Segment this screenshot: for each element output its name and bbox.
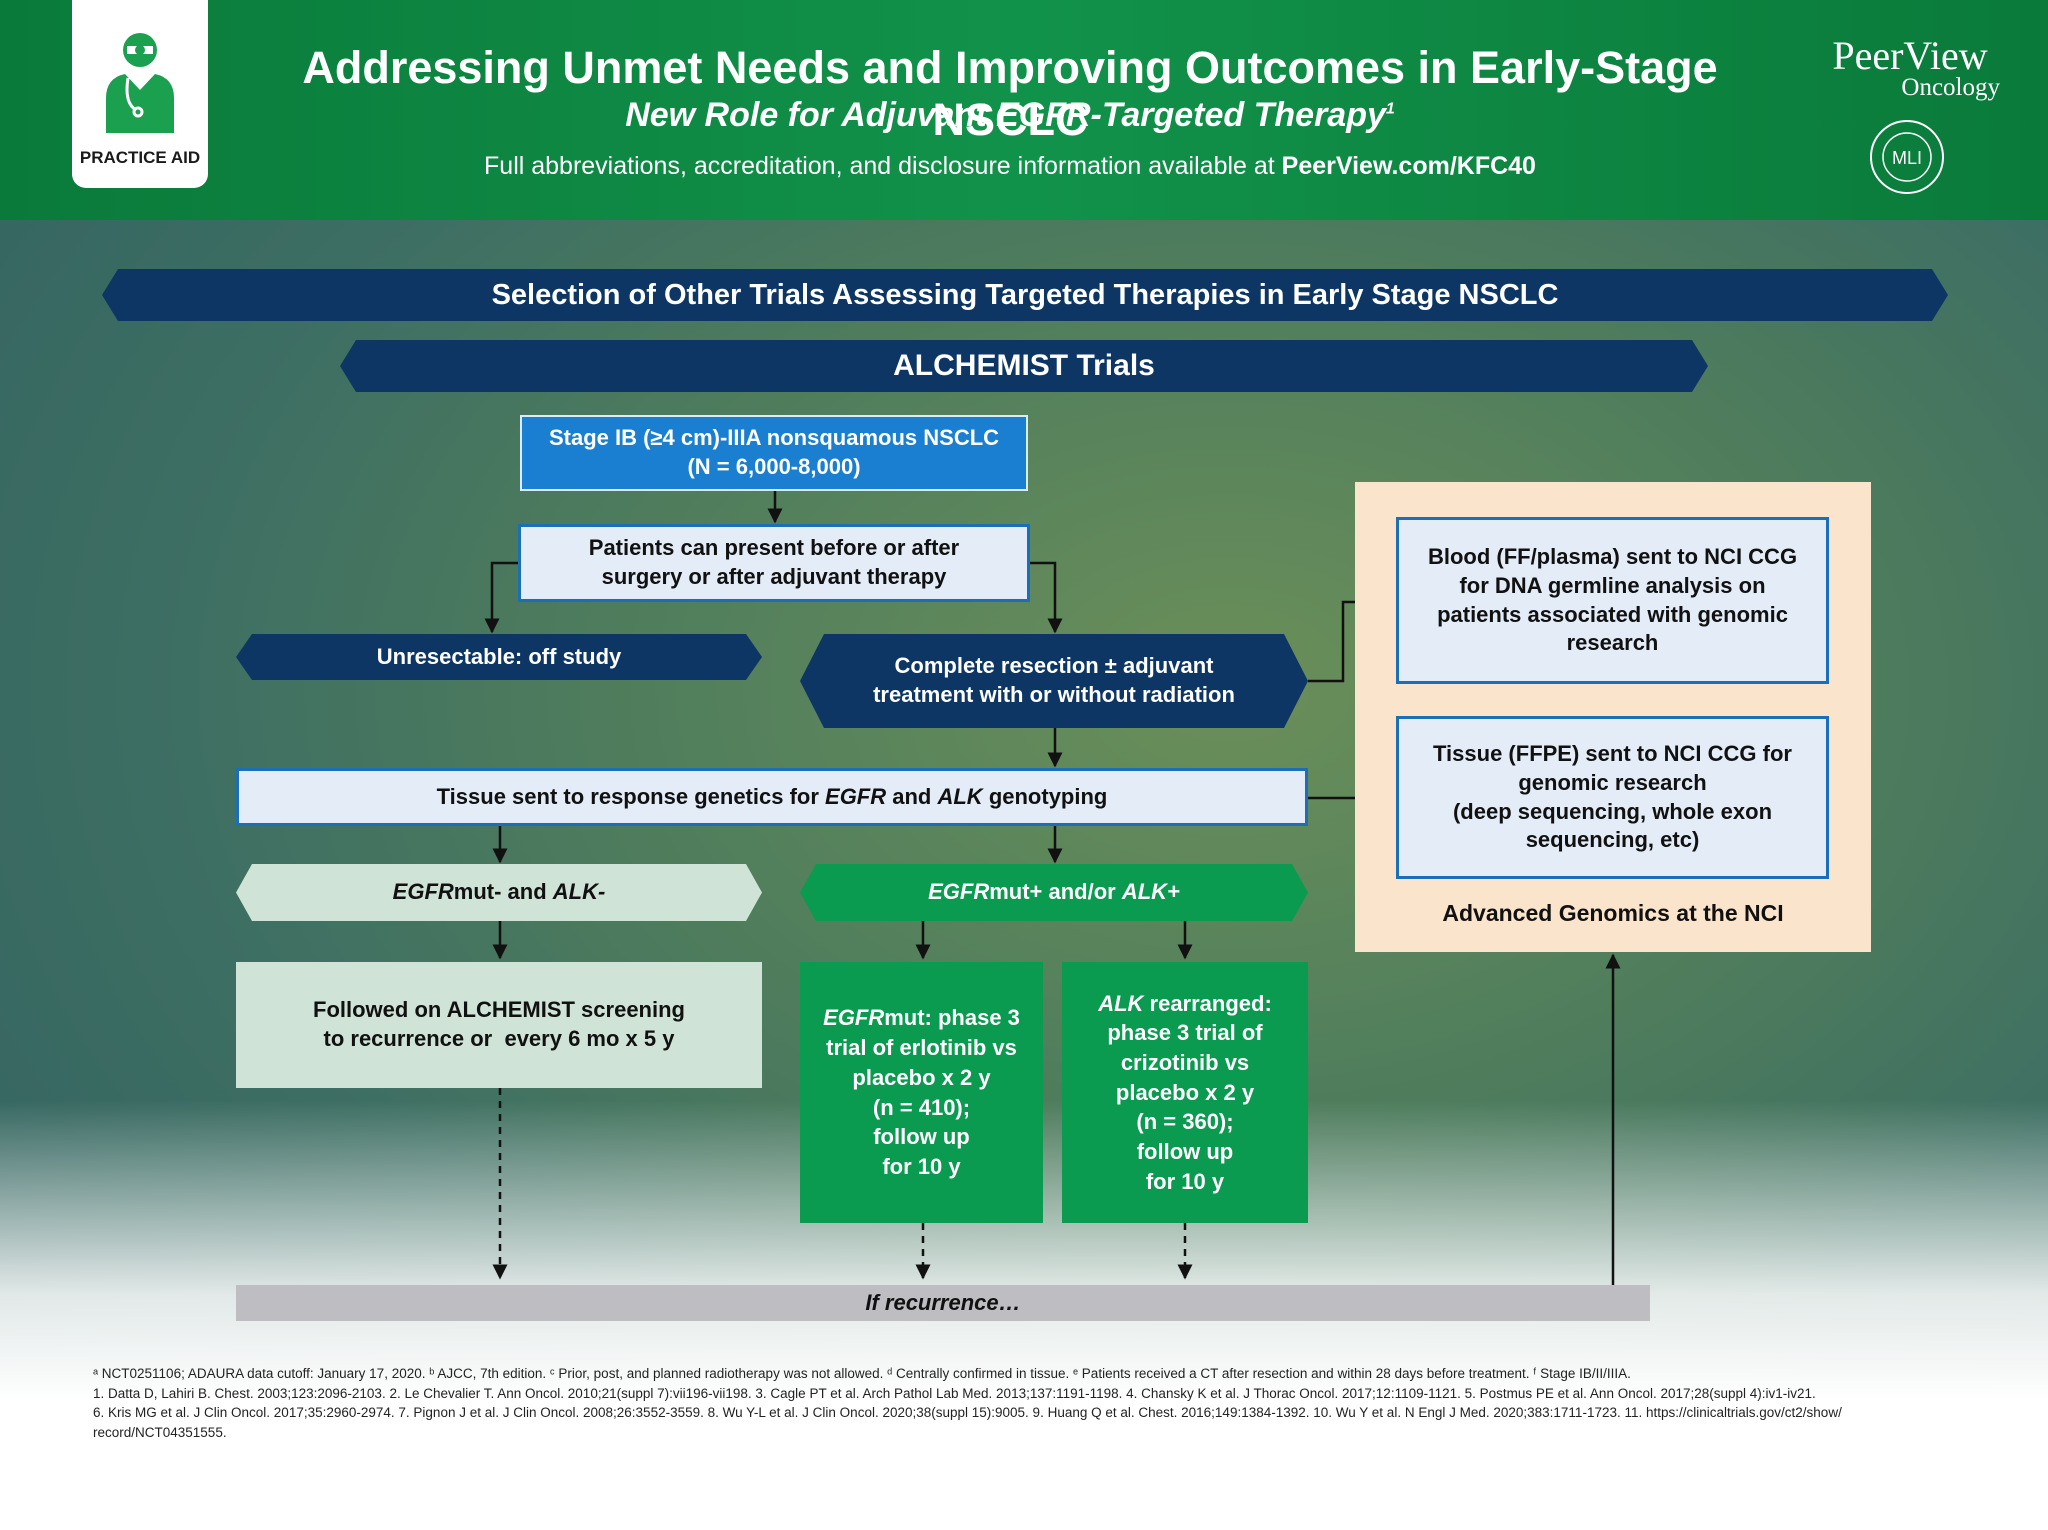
disclosure-text: Full abbreviations, accreditation, and d… xyxy=(240,152,1780,181)
unresectable-label: Unresectable: off study xyxy=(376,643,622,669)
egfr-trial-line2: trial of erlotinib vs xyxy=(826,1035,1017,1061)
blood-analysis-box: Blood (FF/plasma) sent to NCI CCG for DN… xyxy=(1396,517,1829,684)
arrow-present-to-resection xyxy=(1030,561,1063,634)
followed-box: Followed on ALCHEMIST screening to recur… xyxy=(236,962,762,1088)
ffpe-line2: genomic research xyxy=(1518,769,1707,795)
doctor-icon xyxy=(106,33,174,133)
egfr-trial-line5: follow up xyxy=(873,1124,970,1150)
tissue-genotyping-box: Tissue sent to response genetics for EGF… xyxy=(236,768,1308,826)
tissue-prefix: Tissue sent to response genetics for xyxy=(436,783,826,809)
negative-alk: ALK- xyxy=(552,879,606,905)
alk-trial-line7: for 10 y xyxy=(1145,1168,1225,1194)
page-subtitle: New Role for Adjuvant EGFR-Targeted Ther… xyxy=(240,96,1780,135)
footnote-line4: record/NCT04351555. xyxy=(93,1424,227,1440)
recurrence-label: If recurrence… xyxy=(865,1289,1021,1315)
footnotes: ᵃ NCT0251106; ADAURA data cutoff: Januar… xyxy=(93,1364,1973,1442)
resection-box: Complete resection ± adjuvant treatment … xyxy=(800,634,1308,728)
seal-label: MLI xyxy=(1892,148,1922,168)
alk-trial-line3: crizotinib vs xyxy=(1120,1049,1250,1075)
mli-seal-icon: MLI xyxy=(1870,120,1944,194)
stage-line1: Stage IB (≥4 cm)-IIIA nonsquamous NSCLC xyxy=(548,425,1000,451)
advanced-genomics-label: Advanced Genomics at the NCI xyxy=(1442,900,1784,927)
brand-name: PeerView xyxy=(1832,33,1988,78)
followed-line2: to recurrence or every 6 mo x 5 y xyxy=(323,1026,675,1051)
egfr-trial-italic: EGFR xyxy=(823,1005,885,1031)
egfr-alk-positive-box: EGFRmut+ and/or ALK+ xyxy=(800,864,1308,921)
page-title: Addressing Unmet Needs and Improving Out… xyxy=(302,42,1718,145)
ffpe-line1: Tissue (FFPE) sent to NCI CCG for xyxy=(1433,741,1792,767)
unresectable-box: Unresectable: off study xyxy=(236,634,762,680)
tissue-suffix: genotyping xyxy=(982,783,1108,809)
brand-subname: Oncology xyxy=(1901,74,2000,101)
egfr-trial-box: EGFRmut: phase 3 trial of erlotinib vs p… xyxy=(800,962,1043,1223)
tissue-alk: ALK xyxy=(937,783,983,809)
recurrence-bar: If recurrence… xyxy=(236,1285,1650,1321)
alk-trial-line1: ALK rearranged: xyxy=(1098,989,1272,1019)
section-title: Selection of Other Trials Assessing Targ… xyxy=(491,278,1559,311)
disclosure-link[interactable]: PeerView.com/KFC40 xyxy=(1281,152,1536,180)
alchemist-title: ALCHEMIST Trials xyxy=(893,349,1155,382)
egfr-alk-negative-box: EGFRmut- and ALK- xyxy=(236,864,762,921)
presentation-box: Patients can present before or after sur… xyxy=(518,524,1030,602)
practice-aid-logo: PRACTICE AID xyxy=(72,0,208,188)
alk-trial-line2: phase 3 trial of xyxy=(1107,1020,1263,1046)
resection-line2: treatment with or without radiation xyxy=(873,682,1235,707)
alk-trial-line6: follow up xyxy=(1136,1139,1234,1165)
blood-line3: patients associated with genomic xyxy=(1437,601,1788,627)
alk-trial-italic: ALK xyxy=(1098,990,1144,1016)
presentation-line2: surgery or after adjuvant therapy xyxy=(601,564,947,589)
alk-trial-line4: placebo x 2 y xyxy=(1115,1079,1255,1105)
positive-egfr: EGFR xyxy=(928,879,990,905)
footnote-line1: ᵃ NCT0251106; ADAURA data cutoff: Januar… xyxy=(93,1366,1631,1381)
negative-mid: mut- and xyxy=(453,879,553,905)
positive-mid: mut+ and/or xyxy=(989,879,1122,905)
blood-line1: Blood (FF/plasma) sent to NCI CCG xyxy=(1427,544,1798,570)
practice-aid-label: PRACTICE AID xyxy=(79,148,201,167)
negative-egfr: EGFR xyxy=(392,879,454,905)
footnote-line3: 6. Kris MG et al. J Clin Oncol. 2017;35:… xyxy=(93,1405,1842,1420)
header-banner: PRACTICE AID Addressing Unmet Needs and … xyxy=(0,0,2048,220)
ffpe-line4: sequencing, etc) xyxy=(1525,827,1700,853)
subtitle-text: New Role for Adjuvant EGFR-Targeted Ther… xyxy=(625,96,1386,134)
ffpe-line3: (deep sequencing, whole exon xyxy=(1452,798,1773,824)
subtitle-superscript: 1 xyxy=(1385,100,1395,118)
egfr-trial-line6: for 10 y xyxy=(882,1153,961,1179)
positive-alk: ALK+ xyxy=(1121,879,1180,905)
blood-line4: research xyxy=(1566,630,1659,656)
blood-line2: for DNA germline analysis on xyxy=(1459,572,1766,598)
alk-trial-text1: rearranged: xyxy=(1143,990,1272,1016)
egfr-trial-text1: mut: phase 3 xyxy=(884,1005,1020,1031)
presentation-line1: Patients can present before or after xyxy=(588,535,960,561)
stage-box: Stage IB (≥4 cm)-IIIA nonsquamous NSCLC … xyxy=(520,415,1028,491)
tissue-egfr: EGFR xyxy=(825,783,887,809)
egfr-trial-line4: (n = 410); xyxy=(872,1094,971,1120)
egfr-trial-line1: EGFRmut: phase 3 xyxy=(823,1003,1020,1033)
resection-line1: Complete resection ± adjuvant xyxy=(894,653,1214,679)
section-title-ribbon: Selection of Other Trials Assessing Targ… xyxy=(102,269,1948,321)
tissue-and: and xyxy=(886,783,938,809)
ffpe-analysis-box: Tissue (FFPE) sent to NCI CCG for genomi… xyxy=(1396,716,1829,879)
egfr-trial-line3: placebo x 2 y xyxy=(852,1064,991,1090)
followed-line1: Followed on ALCHEMIST screening xyxy=(313,997,685,1023)
footnote-line2: 1. Datta D, Lahiri B. Chest. 2003;123:20… xyxy=(93,1385,1816,1401)
alchemist-ribbon: ALCHEMIST Trials xyxy=(340,340,1708,392)
stage-line2: (N = 6,000-8,000) xyxy=(687,454,861,479)
alk-trial-box: ALK rearranged: phase 3 trial of crizoti… xyxy=(1062,962,1308,1223)
alk-trial-line5: (n = 360); xyxy=(1136,1109,1234,1135)
arrow-present-to-unresectable xyxy=(484,561,518,634)
disclosure-prefix: Full abbreviations, accreditation, and d… xyxy=(484,152,1282,180)
